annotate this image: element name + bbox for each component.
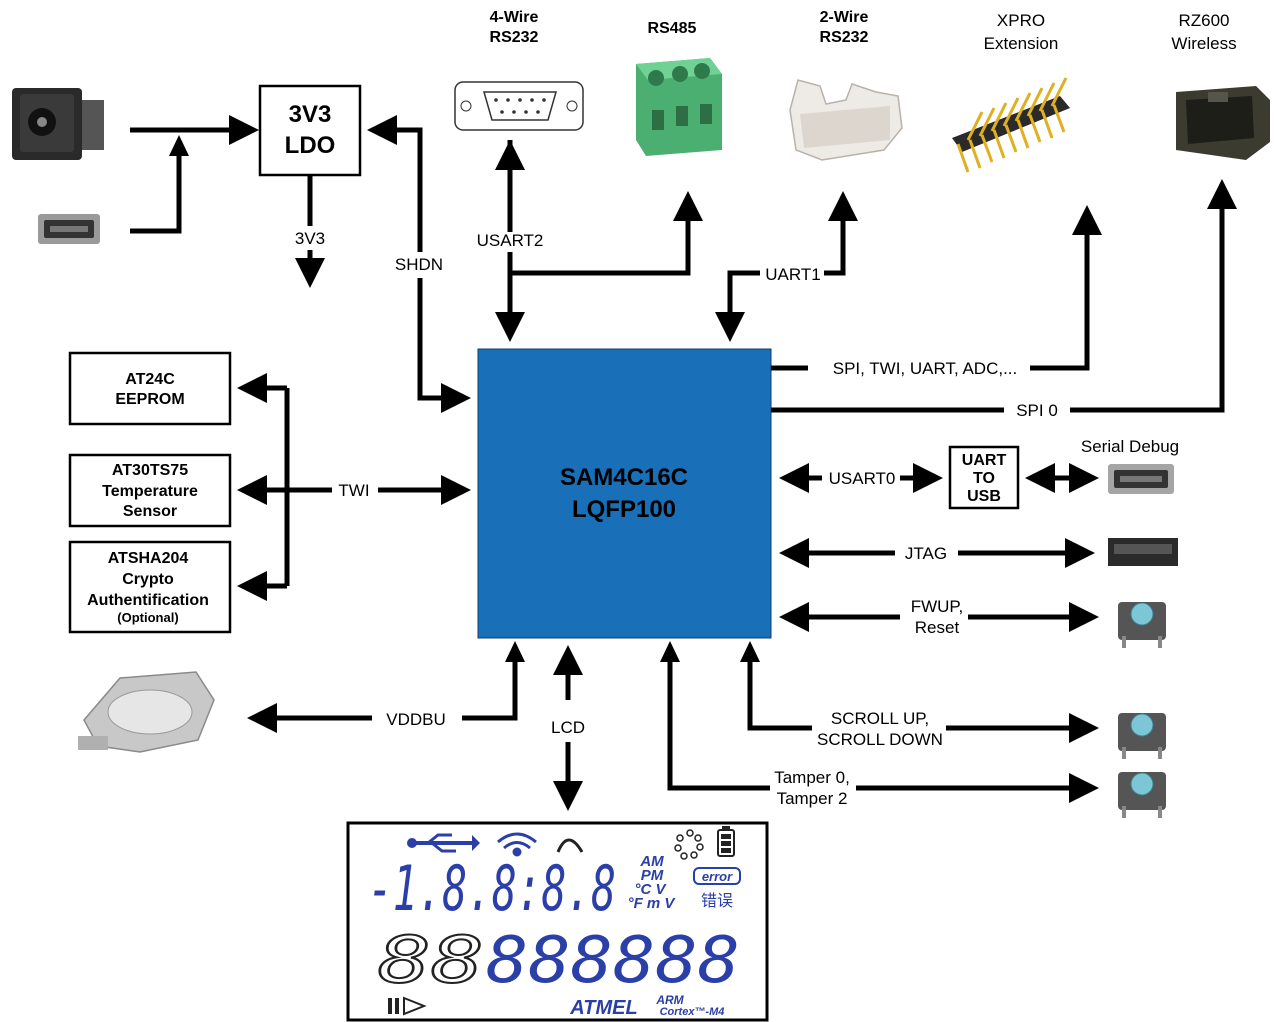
tamper-label-2: Tamper 2 (777, 789, 848, 808)
xpro-title-2: Extension (984, 34, 1059, 53)
fwup-label-1: FWUP, (911, 597, 964, 616)
temp-label-2: Temperature (102, 483, 198, 500)
spi0-label: SPI 0 (1016, 401, 1058, 420)
ldo-label-2: LDO (285, 132, 336, 159)
lcd-unit-pm: PM (641, 867, 664, 884)
scroll-label-2: SCROLL DOWN (817, 730, 943, 749)
rs232-2wire-title-2: RS232 (820, 29, 869, 46)
uart-usb-label-2: TO (973, 470, 995, 487)
crypto-label-1: ATSHA204 (108, 550, 189, 567)
shdn-label: SHDN (395, 255, 443, 274)
crypto-label-2: Crypto (122, 571, 174, 588)
uart1-label: UART1 (765, 265, 820, 284)
box-header-icon (1176, 86, 1270, 160)
pushbutton-tamper-icon (1118, 772, 1166, 818)
uart-usb-block (948, 445, 1020, 510)
atmel-logo: ATMEL (569, 997, 637, 1019)
jtag-label: JTAG (905, 544, 947, 563)
wireless-symbol-icon (497, 832, 537, 857)
fwup-label-2: Reset (915, 618, 960, 637)
arm-logo-2: Cortex™-M4 (660, 1006, 725, 1018)
rs232-4wire-title-2: RS232 (490, 29, 539, 46)
headphone-symbol-icon (556, 838, 584, 853)
lcd-error-text: error (702, 869, 733, 884)
pushbutton-fwup-icon (1118, 602, 1166, 648)
serial-debug-label: Serial Debug (1081, 437, 1179, 456)
lcd-digits: -1.8.8:8.8 (368, 852, 616, 925)
crypto-label-4: (Optional) (117, 610, 178, 625)
rz600-title-1: RZ600 (1178, 11, 1229, 30)
usb-debug-connector-icon (1108, 464, 1174, 494)
scroll-label-1: SCROLL UP, (831, 709, 929, 728)
lcd-label: LCD (551, 718, 585, 737)
mcu-name: SAM4C16C (560, 464, 688, 491)
rs232-4wire-title-1: 4-Wire (490, 9, 539, 26)
lcd-alpha-outline: 88 (378, 924, 484, 998)
tamper-label-1: Tamper 0, (774, 768, 850, 787)
ldo-out-label: 3V3 (295, 229, 325, 248)
terminal-block-icon (636, 58, 722, 156)
crypto-block (68, 540, 232, 634)
dc-jack-icon (12, 88, 104, 160)
rs485-title: RS485 (648, 20, 697, 37)
eeprom-label-1: AT24C (125, 371, 175, 388)
pushbutton-scroll-icon (1118, 713, 1166, 759)
pin-header-icon (952, 77, 1070, 173)
lcd-error-box (693, 867, 741, 885)
arm-logo-1: ARM (655, 993, 684, 1007)
lcd-unit-cv: °C V (634, 881, 667, 898)
crypto-label-3: Authentification (87, 592, 209, 609)
lcd-error-cn: 错误 (701, 891, 733, 910)
jtag-header-icon (1108, 538, 1178, 566)
usb-connector-icon (38, 214, 100, 244)
rz600-title-2: Wireless (1171, 34, 1236, 53)
ldo-label-1: 3V3 (289, 101, 332, 128)
spinner-symbol-icon (674, 829, 704, 860)
mcu-block (477, 348, 772, 639)
vddbu-label: VDDBU (386, 710, 446, 729)
twi-label: TWI (338, 481, 369, 500)
ldo-block (258, 84, 362, 177)
rs232-2wire-title-1: 2-Wire (820, 9, 869, 26)
db9-connector-icon (454, 81, 584, 131)
lcd-unit-fmv: °F m V (628, 895, 677, 912)
coin-cell-holder-icon (78, 671, 215, 753)
temp-sensor-block (68, 453, 232, 528)
temp-label-1: AT30TS75 (112, 462, 188, 479)
spi-twi-uart-adc-label: SPI, TWI, UART, ADC,... (833, 359, 1018, 378)
eeprom-label-2: EEPROM (115, 391, 184, 408)
usb-symbol-icon (407, 833, 480, 853)
usart2-label: USART2 (477, 231, 544, 250)
eeprom-block (68, 351, 232, 426)
mcu-package: LQFP100 (572, 496, 676, 523)
lcd-alpha-chars: 888888 (486, 924, 740, 998)
temp-label-3: Sensor (123, 503, 177, 520)
uart-usb-label-1: UART (962, 452, 1007, 469)
play-pause-symbol-icon (388, 996, 427, 1016)
uart-usb-label-3: USB (967, 488, 1001, 505)
lcd-unit-am: AM (639, 853, 664, 870)
xpro-title-1: XPRO (997, 11, 1045, 30)
battery-symbol-icon (717, 826, 735, 857)
header-2pin-icon (789, 79, 903, 161)
usart0-label: USART0 (829, 469, 896, 488)
